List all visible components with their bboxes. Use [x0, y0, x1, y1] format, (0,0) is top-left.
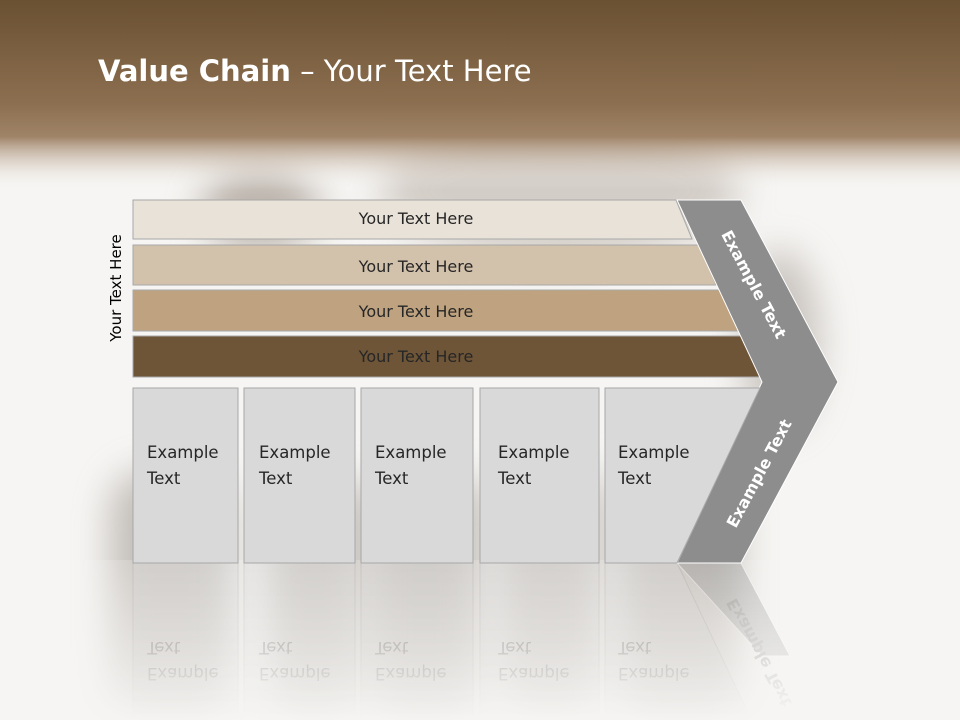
support-row-1-label: Your Text Here: [358, 209, 474, 228]
primary-column-5-line1: Example: [618, 443, 690, 462]
reflection-column-1: [132, 562, 239, 720]
side-label: Your Text Here: [107, 234, 125, 342]
slide-title: Value Chain – Your Text Here: [98, 54, 532, 88]
support-row-4-label: Your Text Here: [358, 347, 474, 366]
reflection: Example Text Example Text Example Text E…: [132, 562, 796, 720]
primary-activities: Example Text Example Text Example Text E…: [132, 387, 761, 564]
support-activities: Your Text Here Your Text Here Your Text …: [132, 199, 763, 378]
reflection-column-4: [479, 562, 600, 720]
reflection-column-5-line2: Text: [617, 638, 652, 657]
primary-column-4: [479, 387, 600, 564]
primary-column-1: [132, 387, 239, 564]
primary-column-1-line2: Text: [146, 469, 181, 488]
reflection-column-2-line2: Text: [258, 638, 293, 657]
reflection-column-3-line2: Text: [374, 638, 409, 657]
reflection-column-4-line2: Text: [497, 638, 532, 657]
primary-column-2: [243, 387, 356, 564]
support-row-3-label: Your Text Here: [358, 302, 474, 321]
reflection-column-4-line1: Example: [498, 664, 570, 683]
reflection-column-1-line2: Text: [146, 638, 181, 657]
reflection-column-2: [243, 562, 356, 720]
primary-column-2-line2: Text: [258, 469, 293, 488]
reflection-column-3-line1: Example: [375, 664, 447, 683]
reflection-column-3: [360, 562, 474, 720]
primary-column-2-line1: Example: [259, 443, 331, 462]
support-row-1: [132, 199, 693, 240]
primary-column-5-line2: Text: [617, 469, 652, 488]
primary-column-3-line1: Example: [375, 443, 447, 462]
support-row-2: [132, 244, 717, 286]
slide-title-bold: Value Chain: [98, 54, 291, 88]
primary-column-4-line1: Example: [498, 443, 570, 462]
reflection-column-2-line1: Example: [259, 664, 331, 683]
primary-column-3: [360, 387, 474, 564]
reflection-chevron: [675, 562, 791, 657]
slide-title-rest: – Your Text Here: [290, 54, 532, 88]
primary-column-1-line1: Example: [147, 443, 219, 462]
reflection-column-1-line1: Example: [147, 664, 219, 683]
reflection-column-5-line1: Example: [618, 664, 690, 683]
primary-column-4-line2: Text: [497, 469, 532, 488]
primary-column-3-line2: Text: [374, 469, 409, 488]
support-row-2-label: Your Text Here: [358, 257, 474, 276]
